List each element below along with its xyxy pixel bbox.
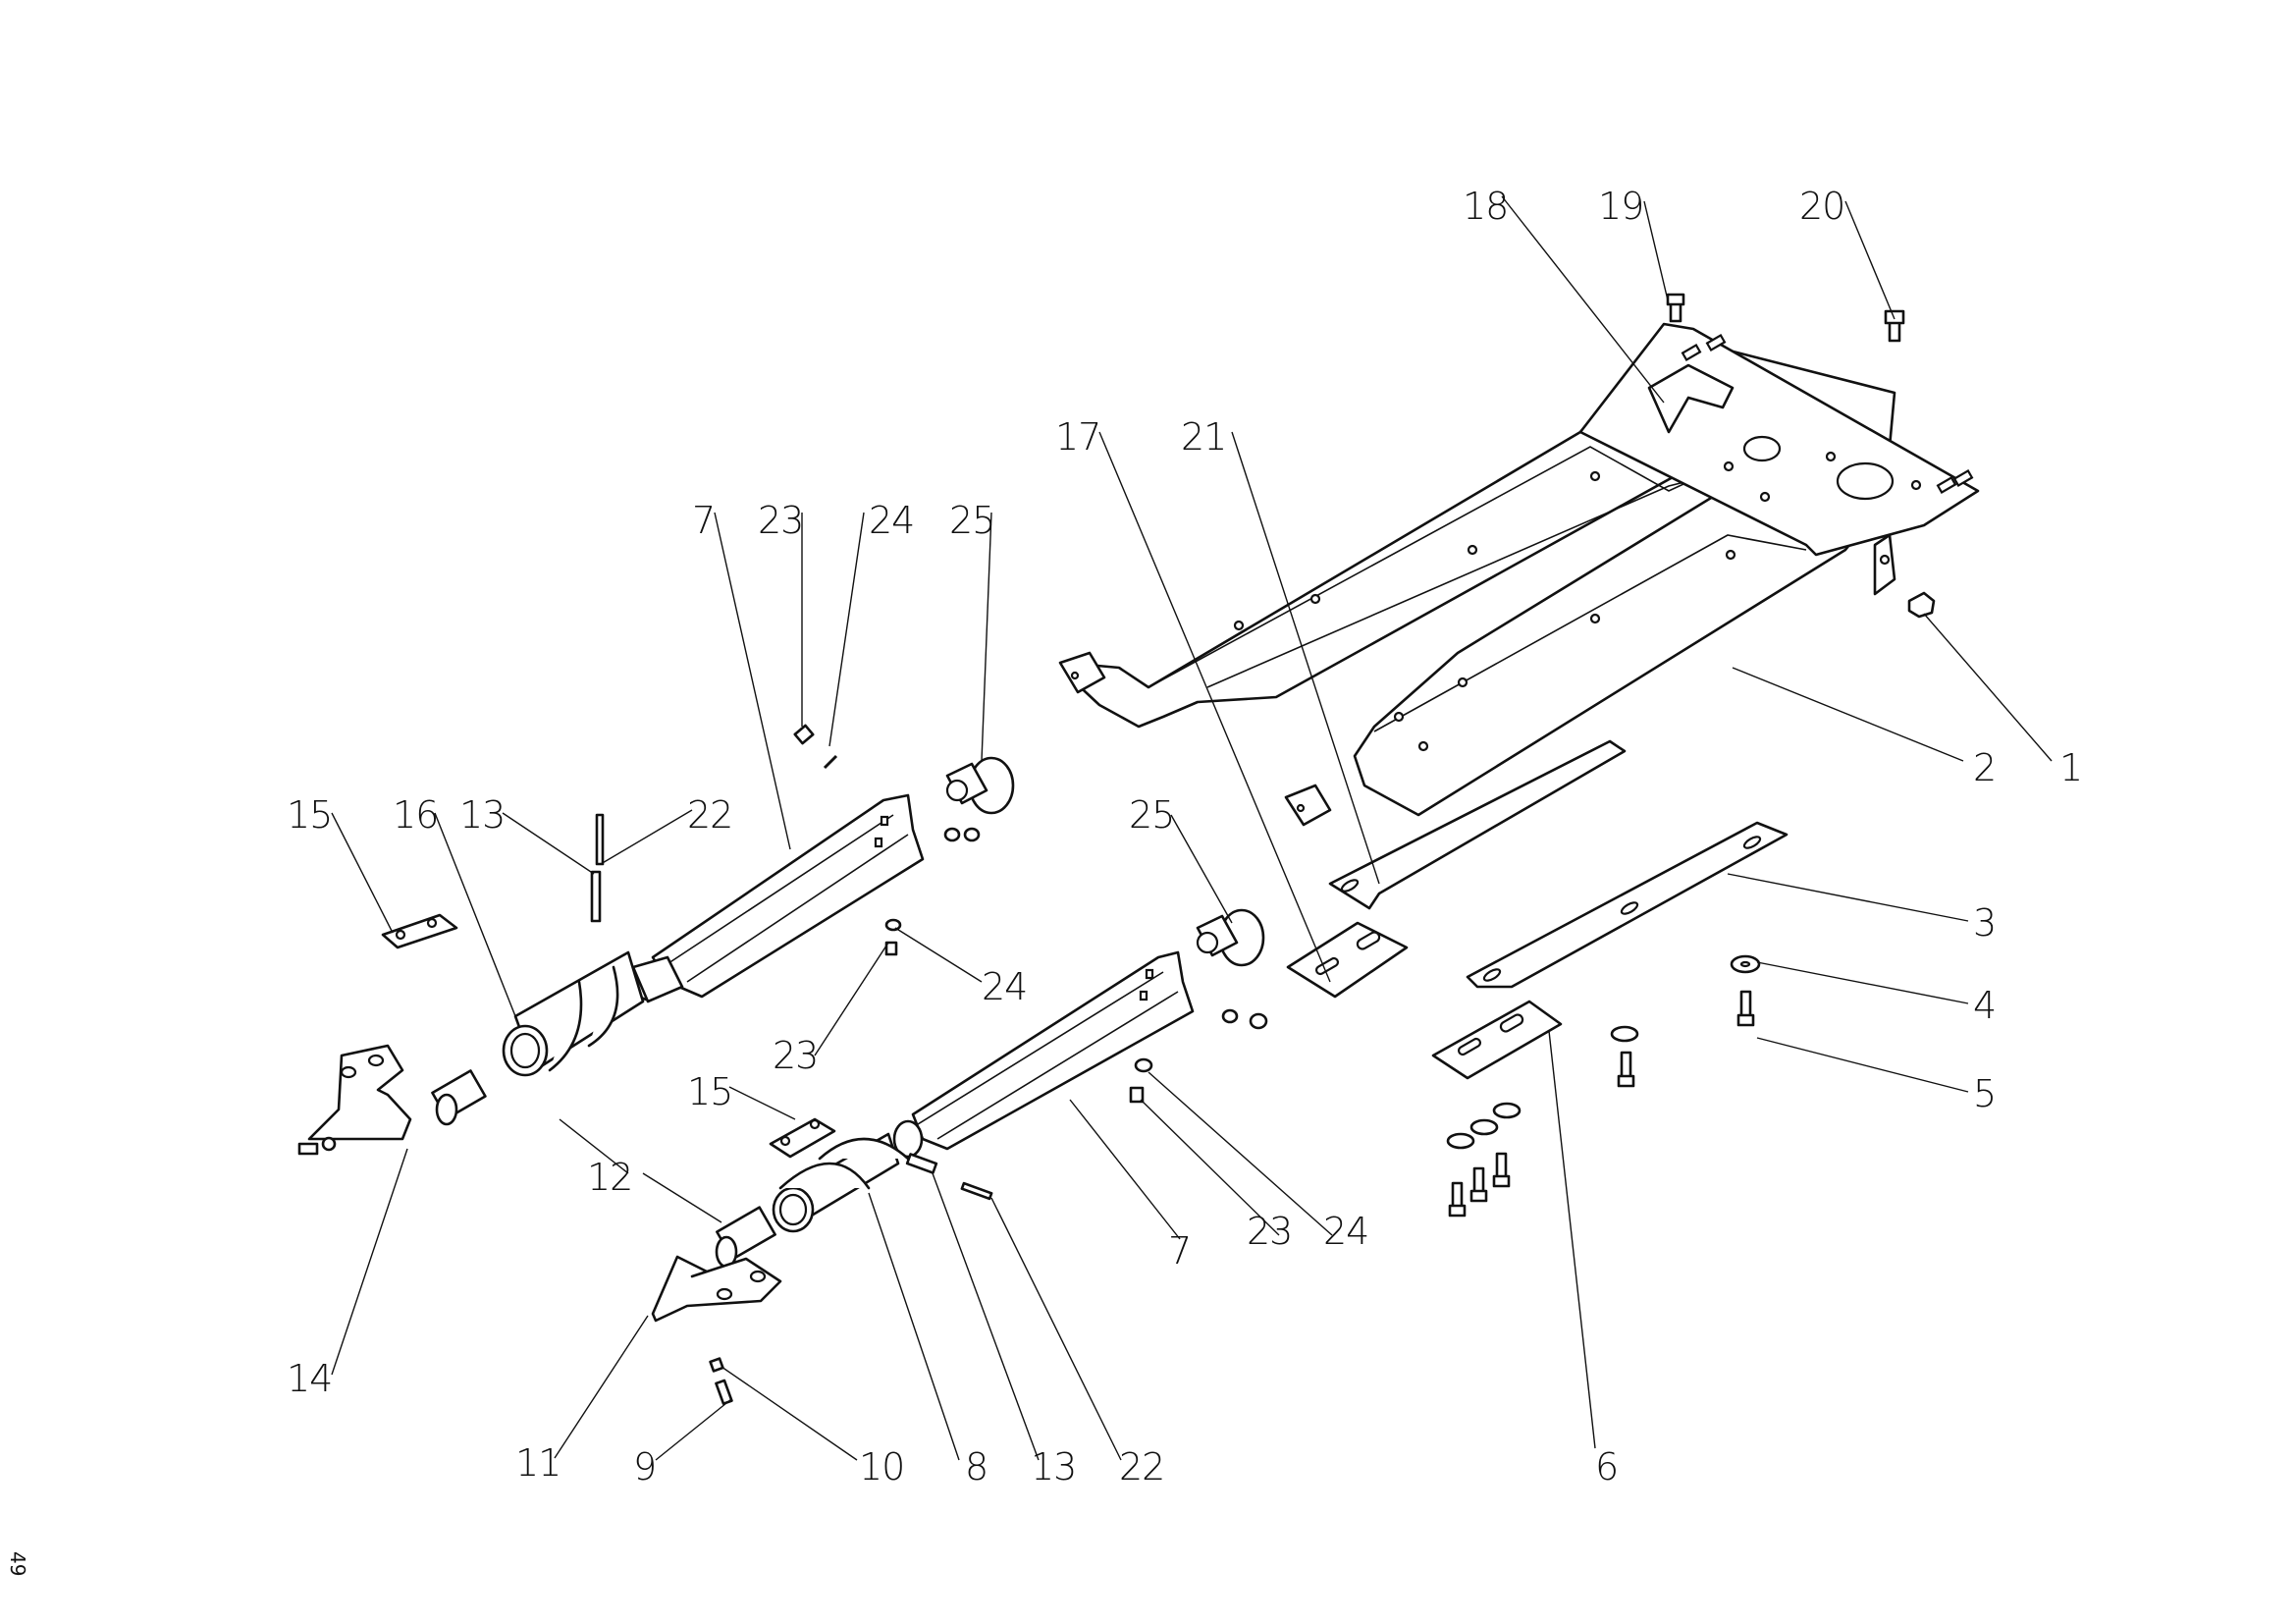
- pin-part-13-lower: [905, 1153, 938, 1174]
- shoe-plate-part-17: [1286, 921, 1409, 999]
- callout-10: 10: [859, 1445, 904, 1489]
- callout-22-lower: 22: [1119, 1445, 1164, 1489]
- callout-8: 8: [965, 1445, 988, 1489]
- shoe-plate-part-6: [1431, 1000, 1563, 1080]
- callout-3: 3: [1973, 901, 1996, 945]
- callout-22-upper: 22: [687, 793, 732, 837]
- callout-5: 5: [1973, 1072, 1996, 1115]
- plate-part-15-upper: [381, 913, 458, 949]
- callout-23-lower: 23: [1247, 1210, 1292, 1253]
- callout-24-lower: 24: [1323, 1210, 1368, 1253]
- callout-19: 19: [1598, 185, 1643, 228]
- auger-part-16: [502, 950, 645, 1077]
- pin-part-13-upper: [590, 870, 602, 923]
- hardware-right: [1446, 293, 1936, 1218]
- callout-7-lower: 7: [1168, 1229, 1191, 1272]
- bracket-part-18: [1647, 363, 1735, 434]
- callout-23-mid: 23: [773, 1034, 818, 1077]
- callout-13-upper: 13: [459, 793, 505, 837]
- callout-1: 1: [2059, 746, 2082, 789]
- bearing-part-25-lower: [1196, 908, 1268, 1030]
- bolt-part-20: [1884, 309, 1905, 343]
- callout-24-upper: 24: [869, 499, 914, 542]
- bolt-part-19: [1666, 293, 1685, 323]
- bolt-part-1: [1907, 591, 1936, 619]
- callout-9: 9: [633, 1445, 656, 1489]
- callout-20: 20: [1799, 185, 1844, 228]
- page-number: 49: [6, 1551, 29, 1577]
- bearing-part-25-upper: [943, 756, 1015, 842]
- hardware-parts-9-10: [709, 1357, 733, 1406]
- callout-23-upper: 23: [758, 499, 803, 542]
- pin-part-22-upper: [595, 813, 605, 866]
- callout-25-upper: 25: [949, 499, 994, 542]
- front-mount-ears: [1058, 651, 1332, 827]
- bolt-part-5: [1736, 990, 1755, 1027]
- leader-lines: [331, 195, 2053, 1461]
- side-gusset: [1873, 533, 1896, 596]
- tube-part-7-lower: [892, 950, 1195, 1159]
- callout-24-mid: 24: [982, 965, 1027, 1008]
- callout-17: 17: [1055, 415, 1100, 459]
- callout-16: 16: [393, 793, 438, 837]
- callout-25-lower: 25: [1129, 793, 1174, 837]
- shaft-part-12-lower: [715, 1206, 776, 1269]
- skid-strip-part-3: [1466, 821, 1789, 989]
- callout-12: 12: [587, 1156, 632, 1199]
- upper-small-parts: [381, 724, 902, 956]
- callout-11: 11: [515, 1441, 561, 1485]
- skid-strip-part-21: [1328, 739, 1627, 910]
- callout-15-upper: 15: [287, 793, 332, 837]
- callout-4: 4: [1973, 984, 1996, 1027]
- pin-part-22-lower: [960, 1181, 993, 1201]
- rear-mount-plate: [1578, 322, 1980, 557]
- washer-part-4: [1730, 954, 1761, 974]
- callout-14: 14: [287, 1357, 332, 1400]
- callout-13-lower: 13: [1031, 1445, 1076, 1489]
- lower-small-parts: [769, 1057, 1153, 1201]
- shaft-part-12-upper: [431, 1069, 487, 1126]
- callout-labels: 18 19 20 17 21 7 23 24 25 2 1 15 16 13 2…: [287, 185, 2083, 1489]
- callout-7-upper: 7: [692, 499, 715, 542]
- callout-2: 2: [1973, 746, 1996, 789]
- tube-part-7-upper: [631, 793, 925, 1003]
- callout-21: 21: [1181, 415, 1226, 459]
- auger-part-8: [772, 1132, 910, 1233]
- frame-holes: [1233, 470, 1736, 752]
- bracket-part-14: [297, 1044, 412, 1156]
- callout-6: 6: [1595, 1445, 1618, 1489]
- callout-18: 18: [1463, 185, 1508, 228]
- plate-part-15-lower: [769, 1117, 836, 1159]
- bracket-part-11: [651, 1255, 782, 1323]
- callout-15-lower: 15: [687, 1070, 732, 1113]
